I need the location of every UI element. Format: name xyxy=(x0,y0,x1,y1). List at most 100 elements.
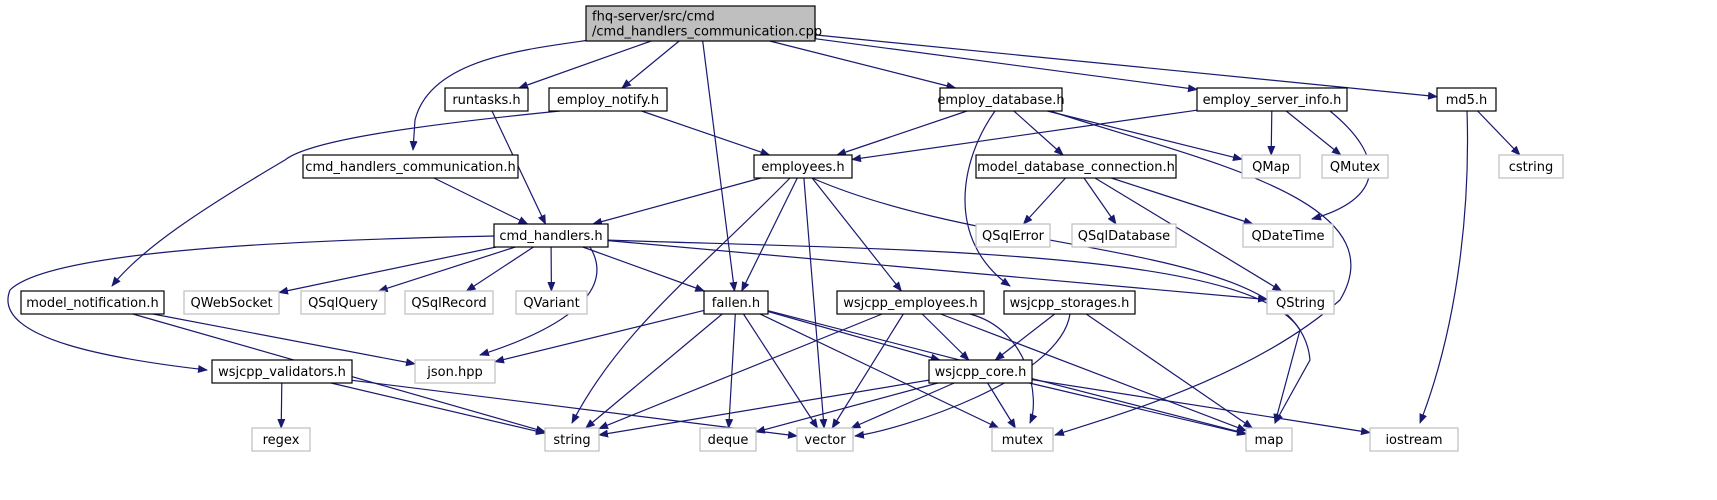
edge-employ_database-to-QMap xyxy=(1047,110,1243,162)
node-box xyxy=(404,290,494,315)
node-label: fallen.h xyxy=(712,296,760,311)
node-wsjcpp-employees[interactable]: wsjcpp_employees.h xyxy=(836,290,985,315)
edge-root-to-md5 xyxy=(814,34,1438,100)
node-employees[interactable]: employees.h xyxy=(753,154,853,179)
node-label: QVariant xyxy=(523,296,579,311)
node-label: wsjcpp_validators.h xyxy=(218,365,346,380)
node-wsjcpp-storages[interactable]: wsjcpp_storages.h xyxy=(1003,290,1136,315)
node-box xyxy=(928,359,1033,384)
node-root[interactable]: fhq-server/src/cmd/cmd_handlers_communic… xyxy=(585,5,822,42)
node-label: QMap xyxy=(1252,160,1290,175)
node-label: employ_server_info.h xyxy=(1203,93,1342,108)
node-box xyxy=(796,427,854,452)
edge-fallen-to-json xyxy=(494,309,705,364)
node-QDateTime: QDateTime xyxy=(1242,223,1334,248)
node-box xyxy=(1196,87,1348,112)
edge-wsjcpp_core-to-string xyxy=(598,379,930,438)
node-QSqlDatabase: QSqlDatabase xyxy=(1071,223,1177,248)
edge-wsjcpp_core-to-iostream xyxy=(1031,379,1371,436)
node-md5[interactable]: md5.h xyxy=(1436,87,1497,112)
node-box xyxy=(302,154,519,179)
node-mutex: mutex xyxy=(991,427,1054,452)
node-box xyxy=(444,87,529,112)
edge-root-to-cmd_handlers_communication_h xyxy=(409,39,591,151)
node-wsjcpp-validators[interactable]: wsjcpp_validators.h xyxy=(211,359,353,384)
edge-cmd_handlers-to-map xyxy=(604,239,1301,424)
node-vector: vector xyxy=(796,427,854,452)
node-box xyxy=(1321,154,1389,179)
node-box xyxy=(699,427,757,452)
edge-wsjcpp_validators-to-vector xyxy=(351,379,798,439)
node-label: QWebSocket xyxy=(190,296,272,311)
node-label: deque xyxy=(708,433,749,448)
edge-wsjcpp_employees-to-map xyxy=(940,313,1247,432)
node-label: md5.h xyxy=(1446,93,1488,108)
edge-employees-to-cmd_handlers xyxy=(592,177,762,226)
edge-employ_server_info-to-employees xyxy=(851,109,1198,163)
edge-employ_database-to-mutex xyxy=(1049,110,1352,436)
node-QMap: QMap xyxy=(1241,154,1301,179)
edge-model_database_connection-to-QSqlDatabase xyxy=(1083,177,1117,225)
node-box xyxy=(939,87,1063,112)
edge-cmd_handlers_communication_h-to-cmd_handlers xyxy=(433,177,529,225)
edge-root-to-fallen xyxy=(702,40,738,292)
node-label: wsjcpp_core.h xyxy=(935,365,1027,380)
edge-root-to-runtasks xyxy=(517,40,652,89)
node-label: QSqlError xyxy=(982,229,1045,244)
node-label: QSqlDatabase xyxy=(1078,229,1170,244)
node-cmd-handlers[interactable]: cmd_handlers.h xyxy=(493,223,609,248)
node-box xyxy=(703,290,769,315)
node-deque: deque xyxy=(699,427,757,452)
node-label: string xyxy=(553,433,590,448)
edge-employ_notify-to-employees xyxy=(641,110,771,156)
node-label: iostream xyxy=(1385,433,1442,448)
edge-cmd_handlers-to-QString xyxy=(607,240,1268,303)
edge-wsjcpp_employees-to-vector xyxy=(831,313,904,429)
node-box xyxy=(414,359,496,384)
node-map: map xyxy=(1245,427,1293,452)
node-box xyxy=(1242,223,1334,248)
node-label: QString xyxy=(1276,296,1325,311)
edge-employees-to-fallen xyxy=(741,177,798,292)
node-model-database-connection[interactable]: model_database_connection.h xyxy=(975,154,1177,179)
node-box xyxy=(251,427,311,452)
nodes-layer: fhq-server/src/cmd/cmd_handlers_communic… xyxy=(20,5,1564,452)
node-model-notification[interactable]: model_notification.h xyxy=(20,290,165,315)
edges-layer xyxy=(7,34,1521,439)
edge-cmd_handlers-to-fallen xyxy=(582,246,706,292)
edge-employees-to-string xyxy=(571,177,791,424)
node-runtasks[interactable]: runtasks.h xyxy=(444,87,529,112)
node-label: QDateTime xyxy=(1251,229,1324,244)
node-box xyxy=(548,87,668,112)
node-box xyxy=(991,427,1054,452)
edge-fallen-to-string xyxy=(585,313,723,429)
node-regex: regex xyxy=(251,427,311,452)
node-label: cmd_handlers_communication.h xyxy=(305,160,515,175)
edge-wsjcpp_storages-to-map xyxy=(1085,313,1254,429)
node-label: employ_database.h xyxy=(937,93,1064,108)
edge-wsjcpp_storages-to-wsjcpp_core xyxy=(994,313,1056,361)
edge-wsjcpp_validators-to-string xyxy=(330,382,546,436)
edge-wsjcpp_core-to-vector xyxy=(850,382,955,429)
node-box xyxy=(1436,87,1497,112)
node-fallen[interactable]: fallen.h xyxy=(703,290,769,315)
node-employ-notify[interactable]: employ_notify.h xyxy=(548,87,668,112)
node-box xyxy=(753,154,853,179)
edge-runtasks-to-cmd_handlers xyxy=(491,110,547,225)
node-QVariant: QVariant xyxy=(515,290,588,315)
node-json: json.hpp xyxy=(414,359,496,384)
edge-model_database_connection-to-QSqlError xyxy=(1022,177,1066,225)
node-box xyxy=(183,290,280,315)
node-QWebSocket: QWebSocket xyxy=(183,290,280,315)
node-employ-server-info[interactable]: employ_server_info.h xyxy=(1196,87,1348,112)
edge-fallen-to-vector xyxy=(742,313,819,429)
edge-employ_server_info-to-QMutex xyxy=(1285,110,1342,156)
node-cmd-handlers-communication-h[interactable]: cmd_handlers_communication.h xyxy=(302,154,519,179)
node-box xyxy=(585,5,816,42)
node-employ-database[interactable]: employ_database.h xyxy=(937,87,1065,112)
edge-model_database_connection-to-QString xyxy=(1094,177,1283,292)
node-QSqlRecord: QSqlRecord xyxy=(404,290,494,315)
node-wsjcpp-core[interactable]: wsjcpp_core.h xyxy=(928,359,1033,384)
node-label: employ_notify.h xyxy=(557,93,659,108)
edge-employ_server_info-to-QMap xyxy=(1267,110,1276,156)
